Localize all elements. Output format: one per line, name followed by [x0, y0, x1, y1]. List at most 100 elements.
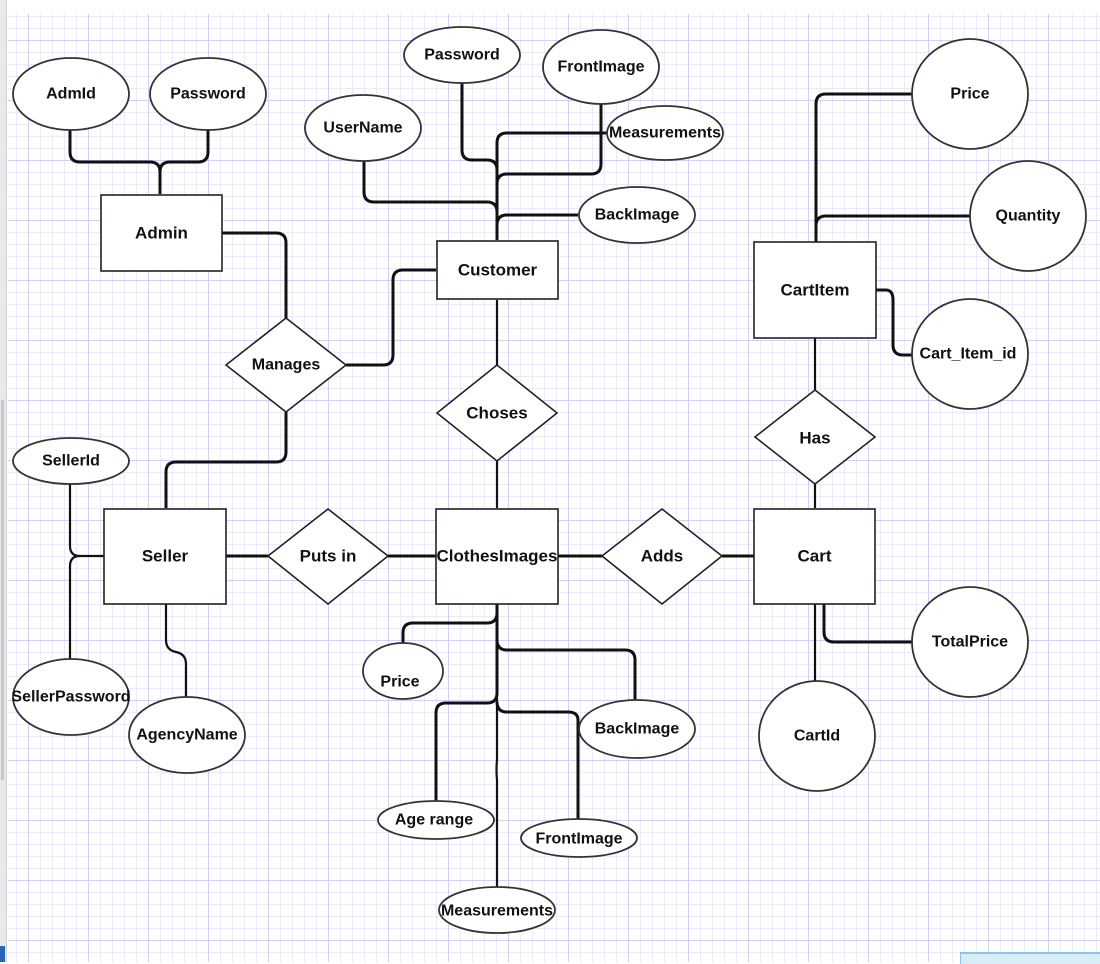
attribute-ellipse[interactable]	[377, 800, 495, 840]
attribute-label: AgencyName	[136, 727, 237, 744]
entity-admin-box[interactable]	[100, 194, 223, 272]
entity-customer[interactable]: Customer	[436, 240, 559, 300]
attribute-ellipse[interactable]	[403, 26, 521, 84]
bottom-panel-edge	[960, 952, 1100, 964]
connector-price-clothesimages	[401, 604, 499, 643]
left-scrollbar[interactable]	[0, 0, 7, 962]
attribute-clothesimages-backimage[interactable]: BackImage	[578, 699, 696, 759]
entity-admin[interactable]: Admin	[100, 194, 223, 272]
attribute-customer-password[interactable]: Password	[403, 26, 521, 84]
attribute-cartitem-id[interactable]: Cart_Item_id	[911, 298, 1029, 410]
relationship-has-diamond[interactable]	[753, 388, 877, 486]
attribute-ellipse[interactable]	[542, 29, 660, 105]
attribute-ellipse[interactable]	[438, 886, 556, 934]
entity-seller[interactable]: Seller	[103, 508, 227, 605]
entity-clothesimages-label: ClothesImages	[437, 547, 558, 566]
attribute-ellipse[interactable]	[969, 160, 1087, 272]
attribute-ellipse[interactable]	[911, 38, 1029, 150]
entity-admin-label: Admin	[135, 224, 188, 243]
relationship-has[interactable]: Has	[753, 388, 877, 486]
attribute-cartitem-quantity[interactable]: Quantity	[969, 160, 1087, 272]
attribute-cartitem-price[interactable]: Price	[911, 38, 1029, 150]
connector-admin-manages	[222, 231, 288, 318]
relationship-adds-diamond[interactable]	[600, 507, 724, 606]
attribute-customer-frontimage[interactable]: FrontImage	[542, 29, 660, 105]
connector-password-admin	[158, 130, 210, 173]
entity-seller-box[interactable]	[103, 508, 227, 605]
attribute-label: UserName	[323, 120, 402, 137]
attribute-label: SellerId	[42, 453, 100, 470]
attribute-cart-cartid[interactable]: CartId	[758, 680, 876, 792]
relationship-putsin-label: Puts in	[300, 547, 357, 566]
entity-cartitem-box[interactable]	[753, 241, 877, 339]
entity-customer-box[interactable]	[436, 240, 559, 300]
attribute-customer-measurements[interactable]: Measurements	[606, 105, 724, 161]
attribute-clothesimages-frontimage[interactable]: FrontImage	[520, 818, 638, 858]
attribute-label: FrontImage	[557, 59, 644, 76]
attribute-ellipse[interactable]	[149, 57, 267, 131]
connector-username-customer	[362, 160, 499, 213]
attribute-ellipse[interactable]	[12, 57, 130, 131]
attribute-label: Measurements	[441, 903, 553, 920]
attribute-label: Measurements	[609, 125, 721, 142]
attribute-ellipse[interactable]	[520, 818, 638, 858]
relationship-choses[interactable]: Choses	[435, 363, 559, 463]
entity-cart[interactable]: Cart	[753, 508, 876, 605]
attribute-clothesimages-agerange[interactable]: Age range	[377, 800, 495, 840]
entity-customer-label: Customer	[458, 261, 538, 280]
attribute-label: Price	[380, 674, 419, 691]
relationship-choses-label: Choses	[466, 404, 527, 423]
attribute-label: SellerPassword	[11, 689, 130, 706]
connector-password-customer	[460, 82, 499, 171]
relationship-manages-label: Manages	[252, 357, 321, 374]
attribute-customer-username[interactable]: UserName	[304, 94, 422, 162]
attribute-ellipse[interactable]	[911, 298, 1029, 410]
connector-agerange-clothesimages	[434, 604, 499, 803]
attribute-ellipse[interactable]	[578, 699, 696, 759]
connector-measurements-clothesimages	[495, 604, 499, 888]
relationship-manages[interactable]: Manages	[224, 316, 348, 414]
attribute-ellipse[interactable]	[128, 696, 246, 774]
attribute-seller-sellerid[interactable]: SellerId	[12, 437, 130, 485]
attribute-ellipse[interactable]	[12, 658, 130, 736]
attribute-ellipse[interactable]	[12, 437, 130, 485]
attribute-seller-sellerpassword[interactable]: SellerPassword	[11, 658, 131, 736]
connector-agencyname-seller	[164, 604, 188, 698]
relationship-adds[interactable]: Adds	[600, 507, 724, 606]
attribute-ellipse[interactable]	[911, 586, 1029, 698]
relationship-has-label: Has	[799, 429, 830, 448]
connector-admid-admin	[68, 130, 162, 194]
connector-totalprice-cart	[822, 604, 912, 644]
relationship-putsin[interactable]: Puts in	[266, 507, 390, 606]
attribute-customer-backimage[interactable]: BackImage	[578, 186, 696, 244]
connector-backimage-customer	[495, 213, 578, 226]
entity-clothesimages[interactable]: ClothesImages	[435, 508, 559, 605]
attribute-cart-totalprice[interactable]: TotalPrice	[911, 586, 1029, 698]
entity-cartitem[interactable]: CartItem	[753, 241, 877, 339]
relationship-manages-diamond[interactable]	[224, 316, 348, 414]
attribute-ellipse[interactable]	[304, 94, 422, 162]
connector-frontimage-clothesimages	[495, 701, 580, 820]
attribute-label: TotalPrice	[932, 634, 1008, 651]
relationship-choses-diamond[interactable]	[435, 363, 559, 463]
attribute-seller-agencyname[interactable]: AgencyName	[128, 696, 246, 774]
connector-manages-seller	[164, 412, 288, 508]
attribute-ellipse[interactable]	[758, 680, 876, 792]
scrollbar-thumb[interactable]	[1, 400, 4, 780]
entity-cart-box[interactable]	[753, 508, 876, 605]
attribute-admin-admid[interactable]: AdmId	[12, 57, 130, 131]
attribute-clothesimages-measurements[interactable]: Measurements	[438, 886, 556, 934]
attribute-label: Quantity	[996, 208, 1061, 225]
connector-manages-customer	[346, 268, 436, 367]
attribute-ellipse[interactable]	[606, 105, 724, 161]
relationship-adds-label: Adds	[641, 547, 684, 566]
attribute-ellipse[interactable]	[362, 642, 444, 700]
connector-sellerpassword-seller	[68, 554, 81, 660]
connector-quantity-cartitem	[814, 214, 970, 227]
connector-price-cartitem	[814, 92, 912, 242]
attribute-admin-password[interactable]: Password	[149, 57, 267, 131]
attribute-clothesimages-price[interactable]: Price	[362, 642, 444, 700]
relationship-putsin-diamond[interactable]	[266, 507, 390, 606]
entity-clothesimages-box[interactable]	[435, 508, 559, 605]
attribute-ellipse[interactable]	[578, 186, 696, 244]
